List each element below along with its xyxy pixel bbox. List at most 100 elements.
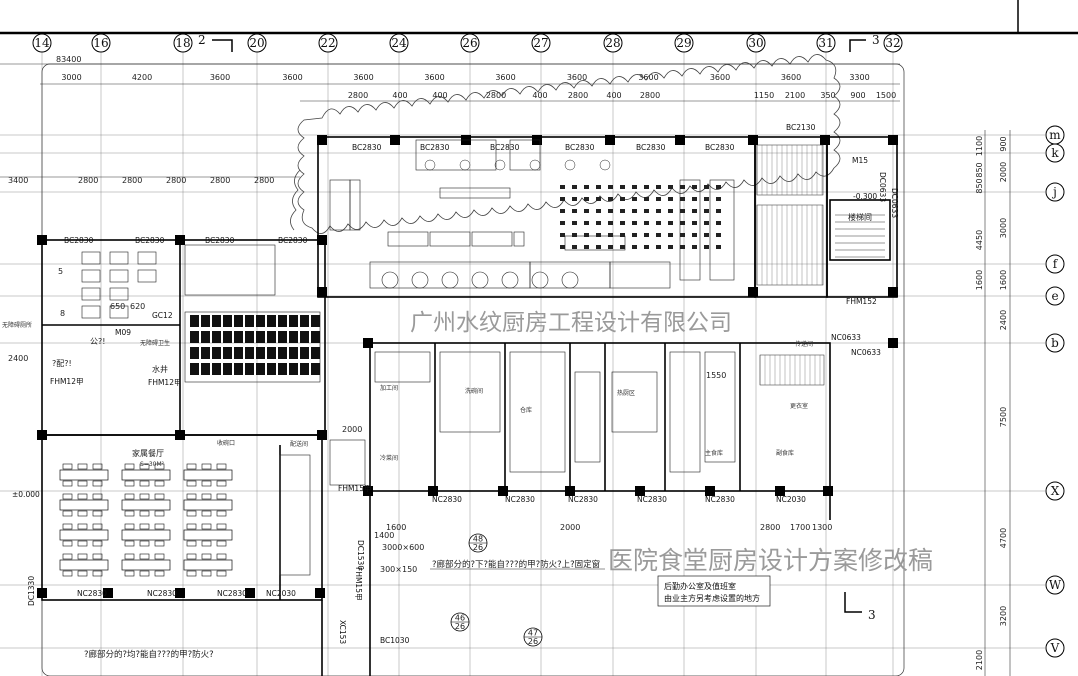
chair <box>77 463 88 470</box>
fixture <box>692 221 697 225</box>
door-bc2830-2: BC2830 <box>420 143 450 152</box>
level-upper: -0.300 <box>853 192 877 201</box>
equipment-block <box>387 231 429 247</box>
right-inner-dim: 2100 <box>975 650 984 670</box>
fixture <box>608 221 613 225</box>
fixture <box>680 245 685 249</box>
chair <box>154 570 165 577</box>
column <box>363 338 373 348</box>
burner <box>471 271 489 289</box>
top-dim: 3300 <box>849 73 869 82</box>
door-bc2830-10: BC2830 <box>278 236 308 245</box>
dining-table <box>183 469 233 481</box>
seat <box>245 315 254 327</box>
fixture <box>596 221 601 225</box>
chair <box>62 463 73 470</box>
door-bc2830-5: BC2830 <box>636 143 666 152</box>
fixture <box>620 185 625 189</box>
top-sub-dim: 2800 <box>348 91 368 100</box>
axis-label: e <box>1051 289 1058 303</box>
seat <box>212 331 221 343</box>
equipment-block <box>564 235 626 251</box>
chair <box>62 480 73 487</box>
axis-marker-22: 22 <box>318 33 338 53</box>
chair <box>62 570 73 577</box>
column <box>888 135 898 145</box>
column <box>675 135 685 145</box>
seat <box>267 331 276 343</box>
toilet-fixtures <box>81 251 157 319</box>
fixture <box>584 197 589 201</box>
chair <box>124 493 135 500</box>
fixture <box>680 209 685 213</box>
stair-treads <box>835 214 885 258</box>
top-dim: 3600 <box>210 73 230 82</box>
equipment-block <box>611 371 658 433</box>
axis-marker-26: 26 <box>460 33 480 53</box>
axis-label: 29 <box>676 36 691 50</box>
door-fhm12-2: FHM12甲 <box>148 378 181 387</box>
door-dc1330: DC1330 <box>27 576 36 606</box>
column <box>775 486 785 496</box>
door-fhm152: FHM152 <box>846 297 877 306</box>
axis-marker-V: V <box>1045 638 1065 658</box>
chair <box>216 510 227 517</box>
seat <box>234 331 243 343</box>
right-dim: 3200 <box>999 606 1008 626</box>
axis-label: 24 <box>391 36 407 50</box>
chair <box>201 510 212 517</box>
door-nc2830-4: NC2830 <box>637 495 667 504</box>
fixture <box>608 197 613 201</box>
seat <box>190 363 199 375</box>
column <box>317 135 327 145</box>
room-toilet: 无障碍厕所 <box>2 321 32 329</box>
fixture <box>668 245 673 249</box>
fixture <box>632 197 637 201</box>
chair <box>216 523 227 530</box>
right-dim: 4700 <box>999 528 1008 548</box>
column <box>103 588 113 598</box>
axis-marker-f: f <box>1045 254 1065 274</box>
top-sub-dim: 900 <box>850 91 865 100</box>
chair <box>139 480 150 487</box>
chair <box>201 463 212 470</box>
equipment-block <box>574 371 601 463</box>
fixture <box>680 185 685 189</box>
fixture <box>560 209 565 213</box>
chair <box>124 463 135 470</box>
fixture <box>644 209 649 213</box>
top-dim: 3600 <box>638 73 658 82</box>
top-sub-dim: 2800 <box>640 91 660 100</box>
equipment-block <box>669 351 701 473</box>
chair <box>92 540 103 547</box>
chair <box>139 463 150 470</box>
drawing-title: 医院食堂厨房设计方案修改稿 <box>608 546 933 575</box>
fixture <box>596 197 601 201</box>
door-nc2030-1: NC2030 <box>776 495 806 504</box>
fixture <box>692 197 697 201</box>
chair <box>186 480 197 487</box>
dim-1300: 1300 <box>812 523 832 532</box>
burner <box>531 271 549 289</box>
seat <box>256 331 265 343</box>
seat <box>300 315 309 327</box>
door-nc0633-1: NC0633 <box>831 333 861 342</box>
fixture <box>584 185 589 189</box>
axis-marker-14: 14 <box>32 33 52 53</box>
dim-2800: 2800 <box>760 523 780 532</box>
column <box>37 235 47 245</box>
chair <box>77 553 88 560</box>
top-sub-dim: 1150 <box>754 91 774 100</box>
seat <box>278 363 287 375</box>
dim-2400: 2400 <box>8 354 28 363</box>
door-bc2830-3: BC2830 <box>490 143 520 152</box>
fixture <box>656 233 661 237</box>
room-plate: 收碗口 <box>217 439 235 447</box>
note-line-1: ?廊部分的?下?能自???的甲?防火?上?固定窗 <box>432 559 600 570</box>
axis-marker-X: X <box>1045 481 1065 501</box>
dim-650: 650 <box>110 302 125 311</box>
chair <box>77 510 88 517</box>
axis-label: 22 <box>320 36 335 50</box>
